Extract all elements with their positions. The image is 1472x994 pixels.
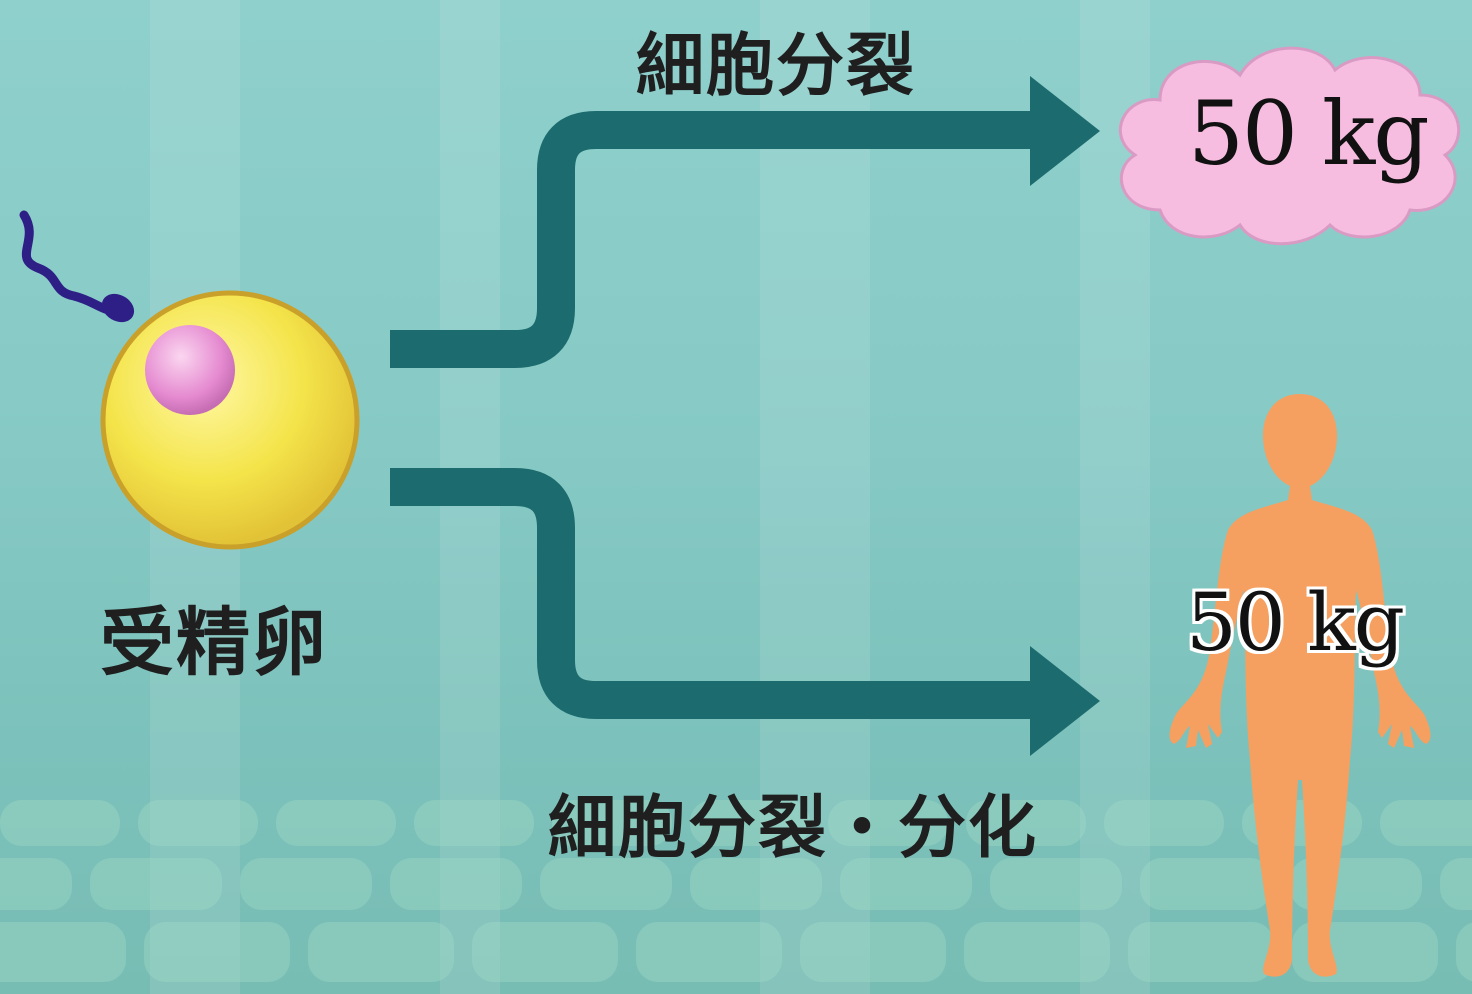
arrow-cell-division bbox=[390, 76, 1100, 368]
sperm-icon bbox=[19, 210, 135, 323]
label-fertilized-egg: 受精卵 bbox=[100, 600, 328, 686]
cell-mass-cloud-icon bbox=[1118, 46, 1461, 246]
label-cell-division: 細胞分裂 bbox=[636, 27, 917, 106]
weight-human-body: 50 kg bbox=[1186, 576, 1405, 669]
label-division-differentiation: 細胞分裂・分化 bbox=[548, 789, 1039, 868]
weight-cell-mass: 50 kg bbox=[1188, 82, 1430, 185]
arrow-division-differentiation bbox=[390, 468, 1100, 756]
floor-tiles bbox=[0, 800, 1472, 982]
human-body-icon bbox=[1169, 394, 1431, 977]
fertilized-egg-icon bbox=[100, 290, 360, 550]
